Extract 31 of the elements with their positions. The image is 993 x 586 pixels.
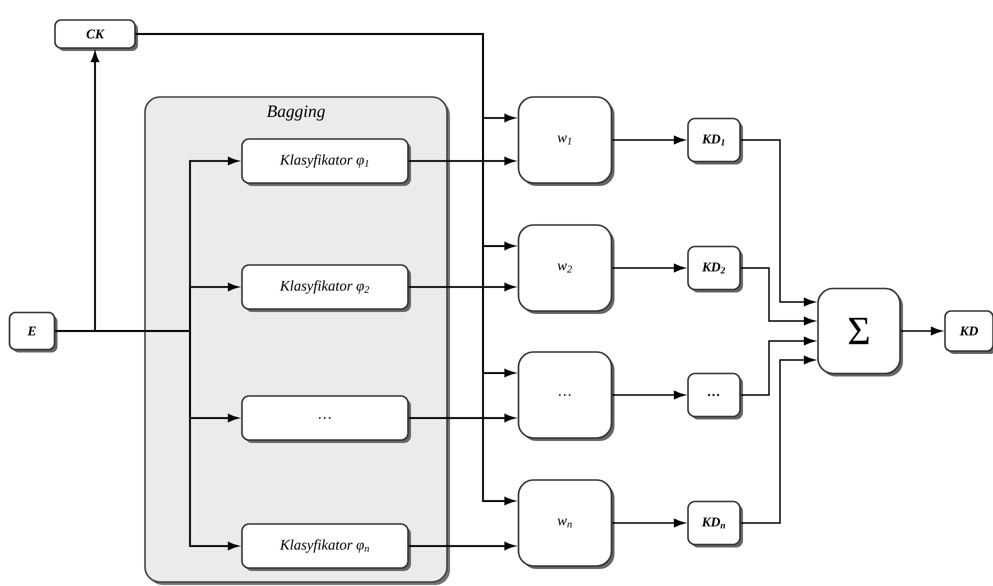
arrow — [612, 264, 685, 272]
decision-box: KD$_{1}$ — [687, 118, 743, 164]
decision-box: KD$_{n}$ — [687, 500, 743, 548]
sum-box: Σ — [817, 288, 903, 376]
arrow — [55, 330, 238, 550]
arrow — [612, 390, 685, 400]
decision-box: … — [687, 372, 743, 420]
classifier-box: Klasyfikator φ$_{1}$ — [241, 138, 411, 186]
arrow — [408, 542, 515, 550]
arrow — [408, 282, 515, 292]
arrow — [408, 156, 515, 166]
classifier-box: Klasyfikator φ$_{n}$ — [241, 523, 411, 571]
classifier-box: … — [241, 395, 411, 443]
decision-box: KD$_{2}$ — [687, 246, 743, 292]
weight-box: w$_{n}$ — [518, 479, 614, 569]
arrow — [612, 136, 685, 144]
input-box: CK — [54, 19, 138, 51]
arrow — [740, 267, 815, 326]
weight-box: … — [518, 351, 614, 441]
input-box: E — [8, 312, 58, 352]
weight-box: w$_{1}$ — [518, 96, 614, 186]
arrow — [900, 326, 942, 336]
arrow — [612, 518, 685, 528]
arrow — [136, 33, 515, 506]
arrow — [740, 139, 815, 306]
arrow — [740, 356, 815, 524]
arrow — [408, 414, 515, 422]
classifier-box: Klasyfikator φ$_{2}$ — [241, 264, 411, 312]
arrow — [740, 336, 815, 396]
weight-box: w$_{2}$ — [518, 224, 614, 314]
output-box: KD — [944, 310, 993, 354]
